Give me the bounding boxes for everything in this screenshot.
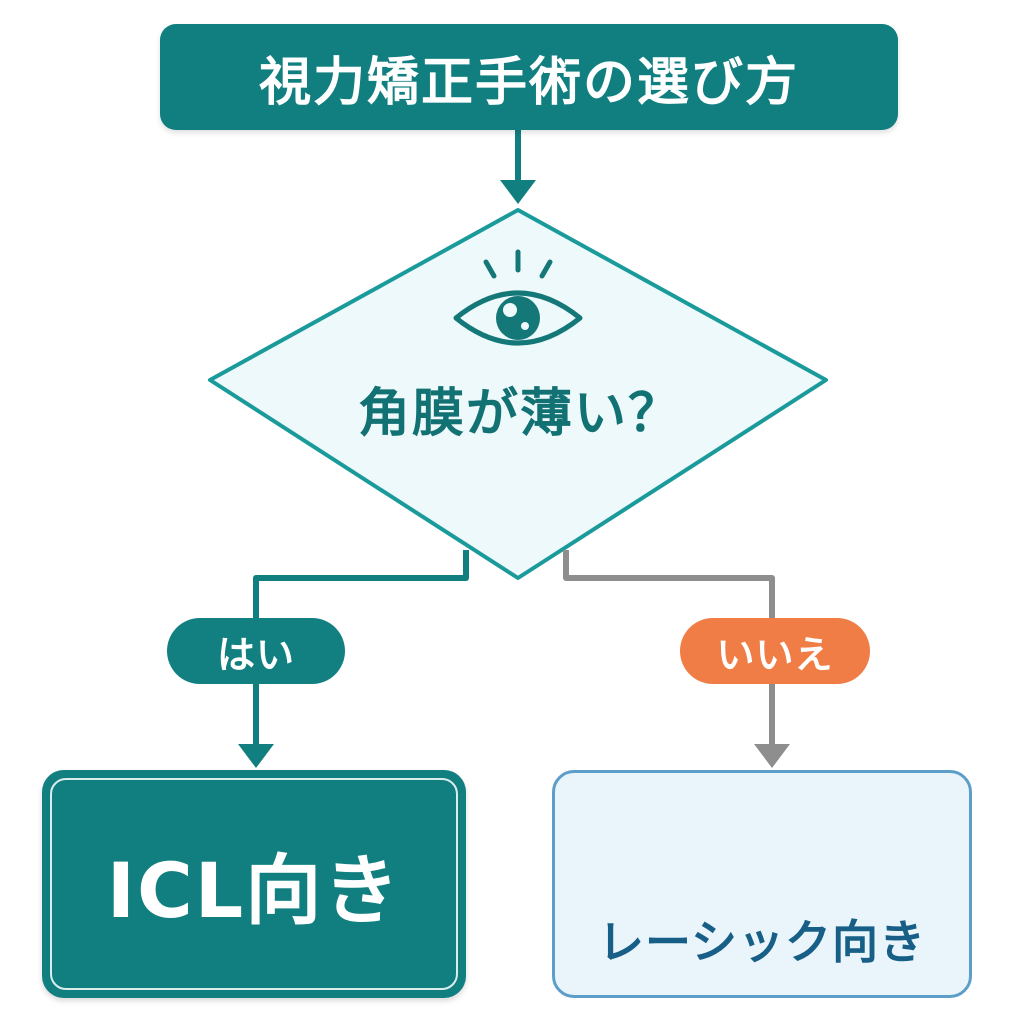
- connector-no-branch: [563, 550, 775, 748]
- eye-icon: [453, 249, 583, 346]
- connector-title-to-decision: [500, 130, 536, 204]
- title-box: 視力矯正手術の選び方: [160, 24, 898, 130]
- result-icl-box: ICL向き: [42, 770, 466, 998]
- result-icl-inner-frame: ICL向き: [50, 778, 458, 990]
- result-icl-text: ICL向き: [106, 846, 402, 935]
- no-label: いいえ: [716, 632, 834, 677]
- decision-question: 角膜が薄い？: [357, 383, 682, 444]
- arrowhead-yes: [238, 744, 274, 768]
- result-lasik-text: レーシック向き: [597, 915, 927, 969]
- title-text: 視力矯正手術の選び方: [258, 52, 799, 113]
- arrowhead-no: [754, 744, 790, 768]
- result-lasik-box: レーシック向き: [552, 770, 972, 998]
- connector-yes-branch: [253, 550, 469, 748]
- yes-label: はい: [216, 632, 295, 677]
- yes-label-pill: はい: [167, 618, 345, 684]
- no-label-pill: いいえ: [680, 618, 870, 684]
- decision-diamond: [208, 208, 828, 580]
